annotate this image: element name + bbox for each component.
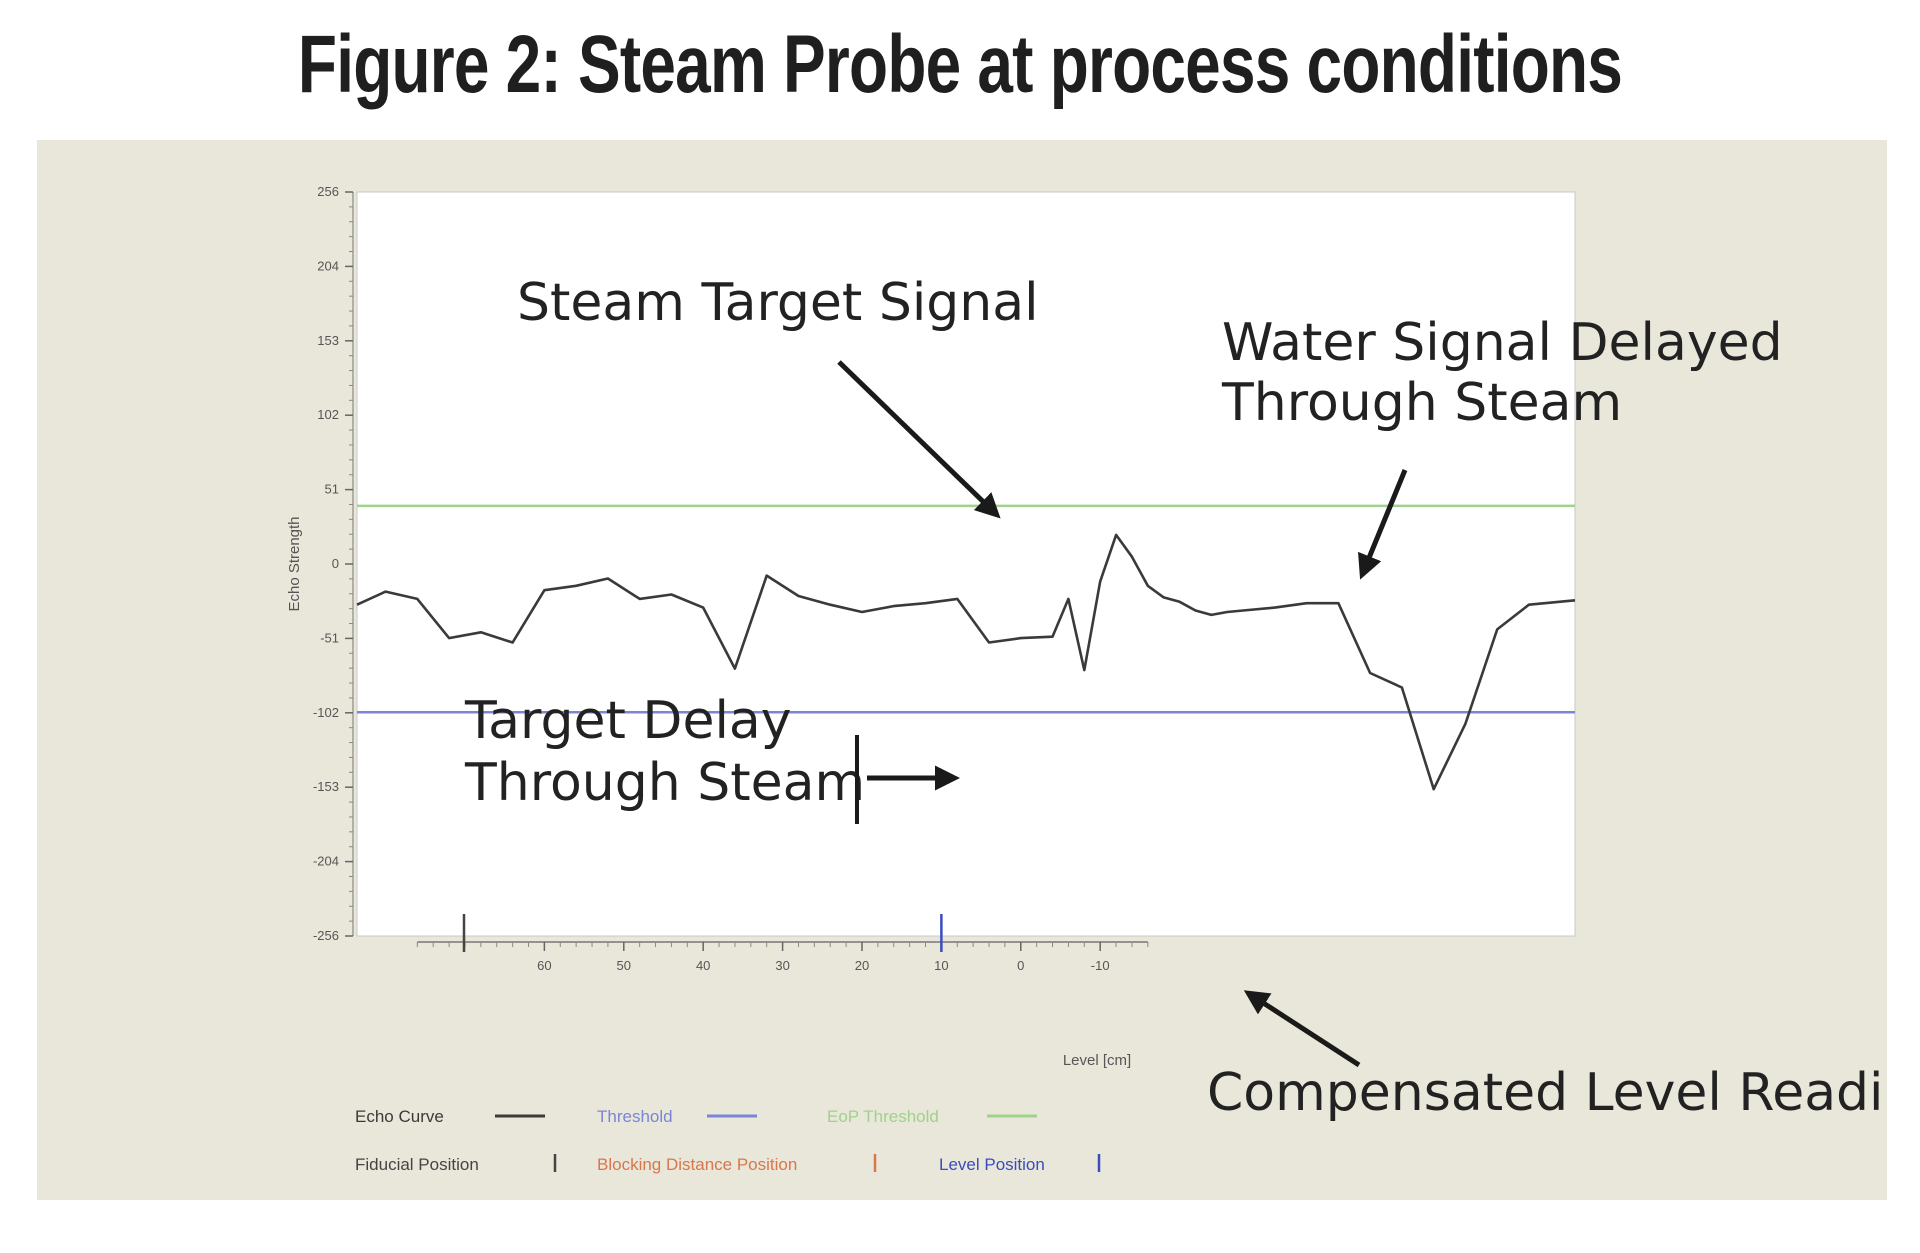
annotation-steam-target-signal: Steam Target Signal bbox=[517, 273, 1039, 333]
x-tick-label: -10 bbox=[1091, 958, 1110, 973]
position-markers bbox=[462, 914, 943, 952]
legend-label: Echo Curve bbox=[355, 1107, 444, 1126]
x-tick-label: 10 bbox=[934, 958, 948, 973]
annotation-water-signal-line1: Water Signal Delayed bbox=[1222, 313, 1783, 373]
y-tick-label: -153 bbox=[313, 779, 339, 794]
y-tick-label: -102 bbox=[313, 705, 339, 720]
annotation-target-delay-line1: Target Delay bbox=[464, 691, 792, 751]
y-tick-label: -256 bbox=[313, 928, 339, 943]
annotation-compensated-level: Compensated Level Reading bbox=[1207, 1063, 1887, 1123]
x-tick-label: 0 bbox=[1017, 958, 1024, 973]
legend-label: Threshold bbox=[597, 1107, 673, 1126]
y-axis-label: Echo Strength bbox=[286, 516, 303, 611]
arrow-compensated-level bbox=[1243, 990, 1361, 1068]
reference-lines bbox=[357, 504, 1575, 714]
series-layer bbox=[356, 533, 1576, 791]
y-tick-label: -51 bbox=[320, 630, 339, 645]
annotation-water-signal-line2: Through Steam bbox=[1221, 373, 1622, 433]
x-tick-label: 50 bbox=[617, 958, 631, 973]
legend-label: Fiducial Position bbox=[355, 1155, 479, 1174]
x-axis-label: Level [cm] bbox=[1063, 1052, 1131, 1069]
y-tick-label: 0 bbox=[332, 556, 339, 571]
y-axis: 256 204 153 102 51 0 -51 -102 -153 -204 -256 Echo S… bbox=[286, 184, 354, 943]
annotation-target-delay-line2: Through Steam bbox=[464, 753, 865, 813]
y-tick-label: -204 bbox=[313, 854, 339, 869]
x-tick-label: 60 bbox=[537, 958, 551, 973]
y-tick-label: 153 bbox=[317, 333, 339, 348]
legend-label: Level Position bbox=[939, 1155, 1045, 1174]
legend-label: EoP Threshold bbox=[827, 1107, 939, 1126]
y-tick-label: 256 bbox=[317, 184, 339, 199]
chart-panel: 256 204 153 102 51 0 -51 -102 -153 -204 -256 Echo S… bbox=[37, 140, 1887, 1200]
echo-chart: 256 204 153 102 51 0 -51 -102 -153 -204 -256 Echo S… bbox=[286, 184, 1887, 1174]
arrow-water-signal bbox=[1358, 469, 1408, 580]
legend-label: Blocking Distance Position bbox=[597, 1155, 797, 1174]
echo-curve-line bbox=[356, 533, 1576, 791]
arrow-steam-target bbox=[837, 360, 1001, 519]
y-tick-label: 51 bbox=[325, 482, 339, 497]
figure-title: Figure 2: Steam Probe at process conditi… bbox=[297, 19, 1623, 110]
x-tick-label: 30 bbox=[775, 958, 789, 973]
y-tick-label: 204 bbox=[317, 258, 339, 273]
legend: Echo Curve Threshold EoP ThresholdFiducial… bbox=[355, 1107, 1101, 1174]
y-tick-label: 102 bbox=[317, 407, 339, 422]
x-tick-label: 40 bbox=[696, 958, 710, 973]
x-tick-label: 20 bbox=[855, 958, 869, 973]
